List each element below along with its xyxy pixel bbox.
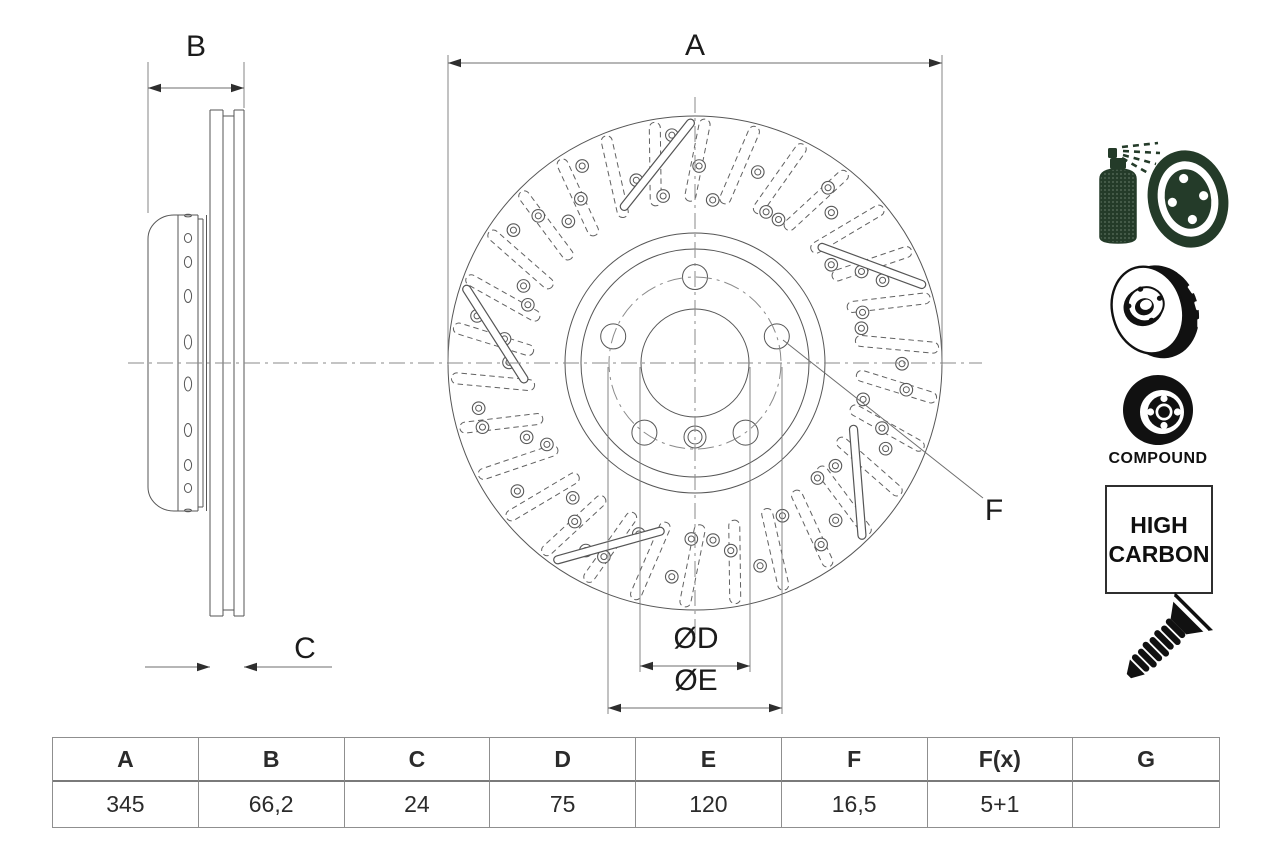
table-header-cell: G [1073, 738, 1219, 782]
vent-slots [1177, 267, 1206, 358]
dim-label-E: ØE [674, 664, 717, 697]
hub-bolt-holes [1146, 394, 1182, 430]
dim-label-C: C [294, 632, 316, 665]
dimension-D: ØD [639, 367, 751, 672]
table-header-cell: F [781, 738, 928, 782]
disc-face [1147, 150, 1229, 248]
coating-spray-disc-icon [1092, 141, 1232, 257]
hub-bolt-holes [1125, 286, 1163, 323]
table-header-cell: E [636, 738, 782, 782]
table-header-cell: D [490, 738, 636, 782]
table-value-cell: 66,2 [199, 782, 345, 827]
hat-vent-holes [183, 213, 193, 513]
technical-drawing: B C [128, 29, 1003, 714]
table-header-cell: C [344, 738, 491, 782]
table-value-cell: 75 [490, 782, 636, 827]
table-value-cell: 345 [53, 782, 199, 827]
dimension-A: A [447, 29, 943, 365]
dim-label-F: F [985, 494, 1003, 527]
countersunk-screw-icon [1100, 588, 1220, 708]
spray-can [1099, 148, 1137, 244]
table-header-cell: F(x) [927, 738, 1074, 782]
callout-F: F [782, 339, 1003, 527]
high-carbon-line1: HIGH [1130, 511, 1188, 538]
table-value-cell: 16,5 [782, 782, 928, 827]
spray-jet [1121, 141, 1161, 175]
high-carbon-line2: CARBON [1108, 540, 1210, 567]
bolt-holes [600, 264, 790, 446]
high-carbon-badge: HIGH CARBON [1105, 485, 1213, 594]
dimension-C: C [145, 632, 332, 672]
dim-label-D: ØD [674, 622, 719, 655]
table-header-cell: B [198, 738, 345, 782]
table-value-cell [1073, 782, 1219, 827]
compound-caption: COMPOUND [1108, 450, 1208, 467]
compound-disc-icon [1108, 372, 1208, 450]
vented-disc-icon [1103, 256, 1207, 368]
dimension-B: B [147, 30, 245, 213]
dimension-E: ØE [607, 367, 783, 714]
table-value-cell: 120 [636, 782, 782, 827]
table-header-cell: A [53, 738, 199, 782]
table-value-cell: 5+1 [928, 782, 1074, 827]
drill-slot-pattern [450, 118, 940, 608]
table-value-cell: 24 [345, 782, 491, 827]
dim-label-A: A [685, 29, 705, 62]
dim-label-B: B [186, 30, 206, 63]
front-view-drawing [128, 97, 982, 642]
dimension-table: A B C D E F F(x) G 345 66,2 24 75 120 16… [52, 737, 1220, 828]
